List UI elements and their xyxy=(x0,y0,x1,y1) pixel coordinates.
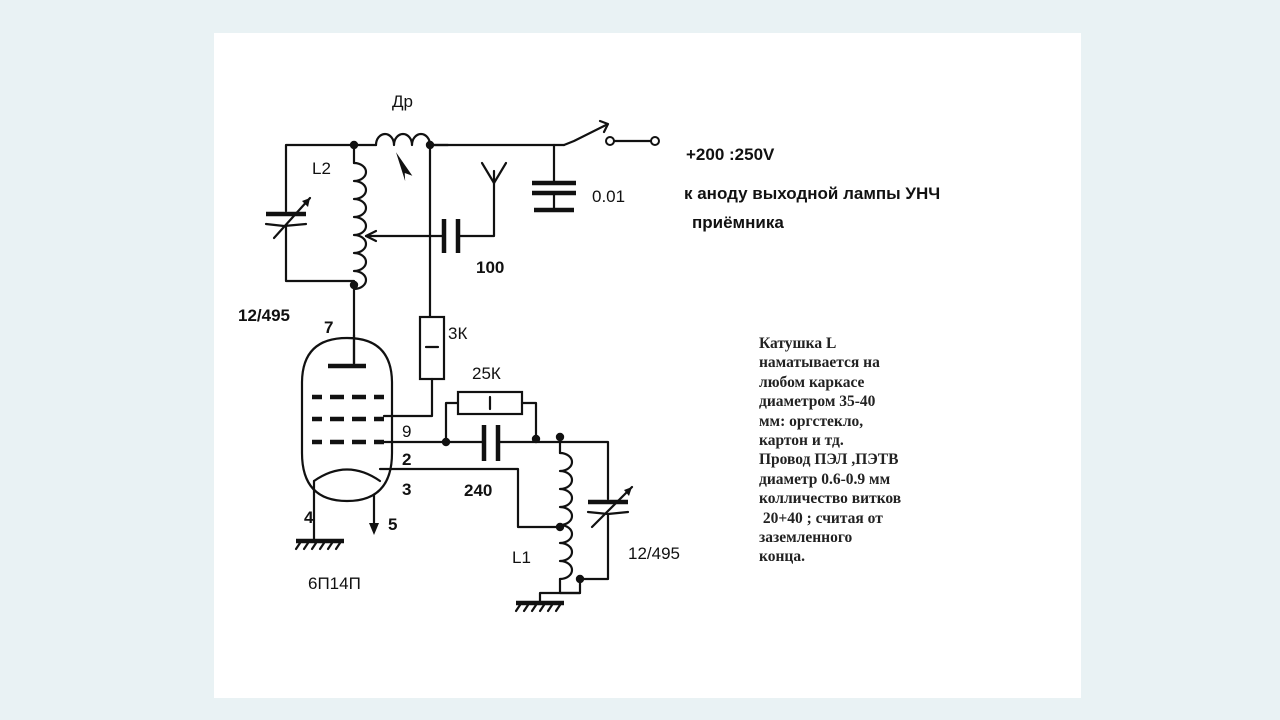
note-line: конца. xyxy=(759,548,805,566)
label-anode-note-1: к аноду выходной лампы УНЧ xyxy=(684,184,940,203)
3k-to-screen-grid xyxy=(382,377,434,418)
note-line: Катушка L xyxy=(759,335,837,352)
note-line: колличество витков xyxy=(759,490,902,508)
note-line: Провод ПЭЛ ,ПЭТВ xyxy=(759,451,899,469)
capacitor-100 xyxy=(441,181,496,253)
label-l1: L1 xyxy=(512,548,531,567)
var-capacitor-bottom xyxy=(558,440,634,581)
note-line: 20+40 ; считая от xyxy=(759,509,883,527)
label-cap-240: 240 xyxy=(464,481,492,500)
label-resistor-25k: 25К xyxy=(472,364,501,383)
label-tube-type: 6П14П xyxy=(308,574,361,593)
label-cap-100: 100 xyxy=(476,258,504,277)
label-cap-001: 0.01 xyxy=(592,187,625,206)
label-pin-9: 9 xyxy=(402,422,411,441)
cathode-lead xyxy=(378,467,562,529)
note-line: диаметр 0.6-0.9 мм xyxy=(759,470,891,488)
label-anode-note-2: приёмника xyxy=(692,213,784,232)
label-pin-2: 2 xyxy=(402,450,411,469)
ground-l1 xyxy=(514,577,582,613)
label-pin-4: 4 xyxy=(304,508,314,527)
resistor-25k xyxy=(456,390,524,416)
supply-switch xyxy=(562,119,660,147)
schematic-sheet: Др L2 +200 :250V к аноду выходной лампы … xyxy=(214,33,1081,698)
note-line: диаметром 35-40 xyxy=(759,393,876,411)
note-line: картон и тд. xyxy=(759,432,844,450)
capacitor-0-01 xyxy=(532,143,576,213)
junction-dots xyxy=(349,140,585,584)
coil-l2 xyxy=(352,161,368,291)
coil-l1 xyxy=(558,451,574,581)
var-capacitor-top xyxy=(264,143,356,283)
circuit-schematic: Др L2 +200 :250V к аноду выходной лампы … xyxy=(238,92,940,613)
note-line: любом каркасе xyxy=(759,373,865,391)
choke-dr xyxy=(352,132,450,147)
label-choke: Др xyxy=(392,92,413,111)
pin-5-arrow xyxy=(369,493,379,535)
label-resistor-3k: 3К xyxy=(448,324,467,343)
resistor-3k xyxy=(418,315,446,381)
note-line: наматывается на xyxy=(759,354,880,372)
label-l2: L2 xyxy=(312,159,331,178)
label-pin-7: 7 xyxy=(324,318,333,337)
label-pin-3: 3 xyxy=(402,480,411,499)
25k-right-lead xyxy=(520,401,538,441)
note-line: мм: оргстекло, xyxy=(759,412,864,430)
grid-to-25k xyxy=(444,401,460,444)
vacuum-tube-6p14p xyxy=(300,336,394,503)
label-var-cap-top: 12/495 xyxy=(238,306,290,325)
label-var-cap-bottom: 12/495 xyxy=(628,544,680,563)
label-supply-voltage: +200 :250V xyxy=(686,145,775,164)
capacitor-240 xyxy=(444,425,562,461)
ground-pin-4 xyxy=(294,493,344,551)
antenna-icon xyxy=(480,161,508,185)
label-pin-5: 5 xyxy=(388,515,397,534)
choke-tap-arrow xyxy=(396,152,413,182)
note-line: заземленного xyxy=(759,529,853,547)
coil-winding-note: Катушка L наматывается на любом каркасе … xyxy=(759,334,999,567)
